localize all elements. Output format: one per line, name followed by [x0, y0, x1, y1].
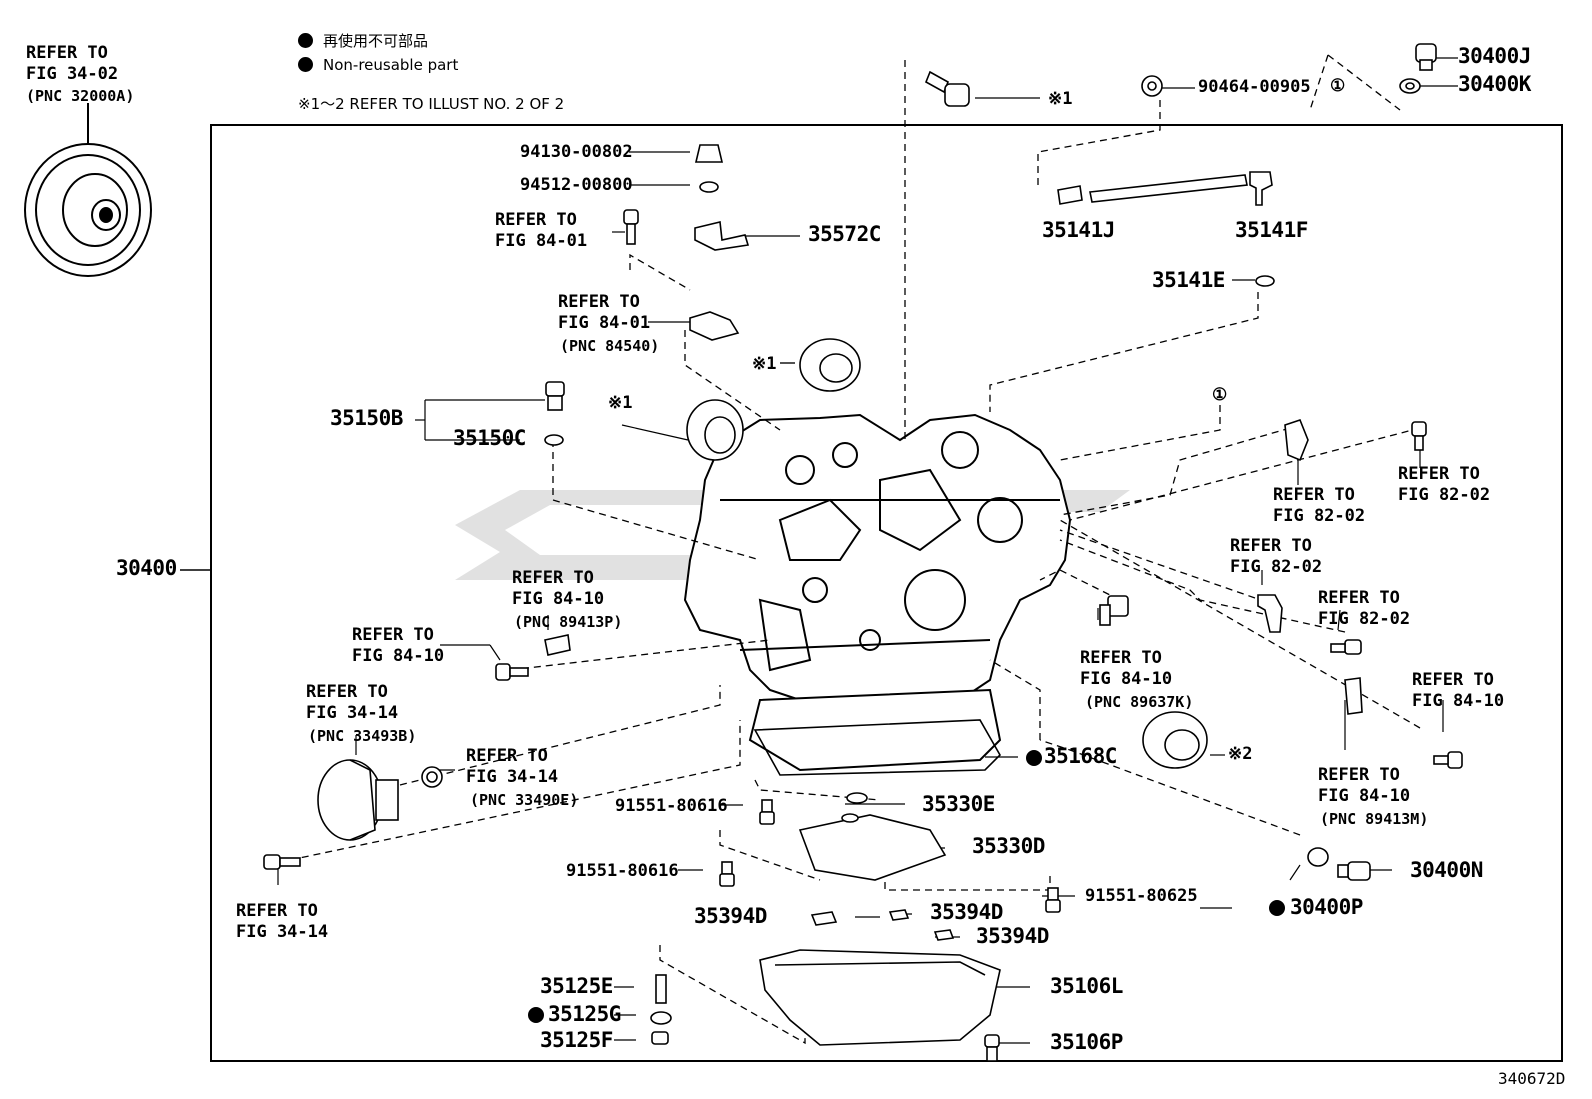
- part-number-30400N[interactable]: 30400N: [1410, 858, 1483, 882]
- ref-label[interactable]: FIG 34-14: [306, 703, 399, 723]
- ref-label[interactable]: REFER TO: [1273, 485, 1355, 505]
- part-number-30400P[interactable]: 30400P: [1290, 895, 1363, 919]
- part-number-35150C[interactable]: 35150C: [453, 426, 526, 450]
- ref-pnc: (PNC 89637K): [1085, 693, 1194, 711]
- part-number-35141J[interactable]: 35141J: [1042, 218, 1115, 242]
- ref-pnc: (PNC 84540): [560, 337, 660, 355]
- note-x2: ※2: [1228, 744, 1253, 764]
- legend-note: ※1～2 REFER TO ILLUST NO. 2 OF 2: [298, 95, 565, 113]
- ref-label[interactable]: REFER TO: [1318, 765, 1400, 785]
- ref-label[interactable]: FIG 82-02: [1398, 485, 1491, 505]
- ref-label[interactable]: REFER TO: [1080, 648, 1162, 668]
- part-number-35141F[interactable]: 35141F: [1235, 218, 1308, 242]
- note-circle-1: ①: [1330, 76, 1346, 96]
- ref-label[interactable]: REFER TO: [26, 43, 108, 63]
- ref-label[interactable]: FIG 84-10: [1412, 691, 1505, 711]
- ref-label[interactable]: FIG 84-01: [558, 313, 651, 333]
- bullet-icon: [298, 33, 313, 48]
- ref-label[interactable]: FIG 82-02: [1273, 506, 1366, 526]
- ref-label[interactable]: FIG 34-14: [466, 767, 559, 787]
- ref-label[interactable]: FIG 84-10: [512, 589, 605, 609]
- part-number-35394D[interactable]: 35394D: [976, 924, 1049, 948]
- small-parts: [263, 43, 1463, 1062]
- part-number-35125E[interactable]: 35125E: [540, 974, 613, 998]
- part-number-35168C[interactable]: 35168C: [1044, 744, 1117, 768]
- ref-label[interactable]: FIG 34-14: [236, 922, 329, 942]
- ref-label[interactable]: REFER TO: [352, 625, 434, 645]
- part-number-35330E[interactable]: 35330E: [922, 792, 995, 816]
- part-number-90464[interactable]: 90464-00905: [1198, 77, 1311, 97]
- ref-pnc: (PNC 32000A): [26, 87, 135, 105]
- ref-label[interactable]: FIG 84-10: [1080, 669, 1173, 689]
- note-x1: ※1: [1048, 89, 1073, 109]
- ref-label[interactable]: FIG 82-02: [1230, 557, 1323, 577]
- diagram-id: 340672D: [1498, 1069, 1566, 1088]
- part-number-30400[interactable]: 30400: [116, 556, 177, 580]
- part-number-35150B[interactable]: 35150B: [330, 406, 403, 430]
- ref-label[interactable]: REFER TO: [1230, 536, 1312, 556]
- part-number-35106P[interactable]: 35106P: [1050, 1030, 1123, 1054]
- part-number-35572C[interactable]: 35572C: [808, 222, 881, 246]
- part-number-91551-80616[interactable]: 91551-80616: [615, 796, 728, 816]
- part-number-91551-80616[interactable]: 91551-80616: [566, 861, 679, 881]
- ref-label[interactable]: FIG 84-10: [352, 646, 445, 666]
- ref-label[interactable]: FIG 34-02: [26, 64, 119, 84]
- bullet-icon: [298, 57, 313, 72]
- assembly-frame: [210, 124, 1563, 1062]
- ref-label[interactable]: REFER TO: [1398, 464, 1480, 484]
- ref-label[interactable]: REFER TO: [466, 746, 548, 766]
- ref-label[interactable]: REFER TO: [1412, 670, 1494, 690]
- ref-label[interactable]: REFER TO: [495, 210, 577, 230]
- note-x1: ※1: [608, 393, 633, 413]
- part-number-91551-80625[interactable]: 91551-80625: [1085, 886, 1198, 906]
- part-number-30400K[interactable]: 30400K: [1458, 72, 1531, 96]
- transmission-case-icon: [683, 413, 1072, 772]
- note-x1: ※1: [752, 354, 777, 374]
- part-number-35125F[interactable]: 35125F: [540, 1028, 613, 1052]
- torque-converter-icon: [24, 103, 152, 277]
- ref-label[interactable]: REFER TO: [558, 292, 640, 312]
- ref-label[interactable]: FIG 84-10: [1318, 786, 1411, 806]
- ref-pnc: (PNC 33493B): [308, 727, 417, 745]
- part-number-35125G[interactable]: 35125G: [548, 1002, 621, 1026]
- part-number-35330D[interactable]: 35330D: [972, 834, 1045, 858]
- ref-label[interactable]: REFER TO: [512, 568, 594, 588]
- part-number-35106L[interactable]: 35106L: [1050, 974, 1123, 998]
- note-circle-1: ①: [1212, 385, 1228, 405]
- ref-label[interactable]: FIG 82-02: [1318, 609, 1411, 629]
- part-number-35394D[interactable]: 35394D: [930, 900, 1003, 924]
- ref-label[interactable]: REFER TO: [306, 682, 388, 702]
- legend-en: Non-reusable part: [298, 56, 458, 74]
- ref-pnc: (PNC 33490E): [470, 791, 579, 809]
- part-number-35394D[interactable]: 35394D: [694, 904, 767, 928]
- part-number-35141E[interactable]: 35141E: [1152, 268, 1225, 292]
- ref-label[interactable]: REFER TO: [1318, 588, 1400, 608]
- part-number-94512[interactable]: 94512-00800: [520, 175, 633, 195]
- ref-label[interactable]: REFER TO: [236, 901, 318, 921]
- part-number-30400J[interactable]: 30400J: [1458, 44, 1531, 68]
- part-number-94130[interactable]: 94130-00802: [520, 142, 633, 162]
- ref-label[interactable]: FIG 84-01: [495, 231, 588, 251]
- non-reusable-markers: [528, 750, 1285, 1023]
- legend-jp: 再使用不可部品: [298, 30, 428, 51]
- ref-pnc: (PNC 89413P): [514, 613, 623, 631]
- ref-pnc: (PNC 89413M): [1320, 810, 1429, 828]
